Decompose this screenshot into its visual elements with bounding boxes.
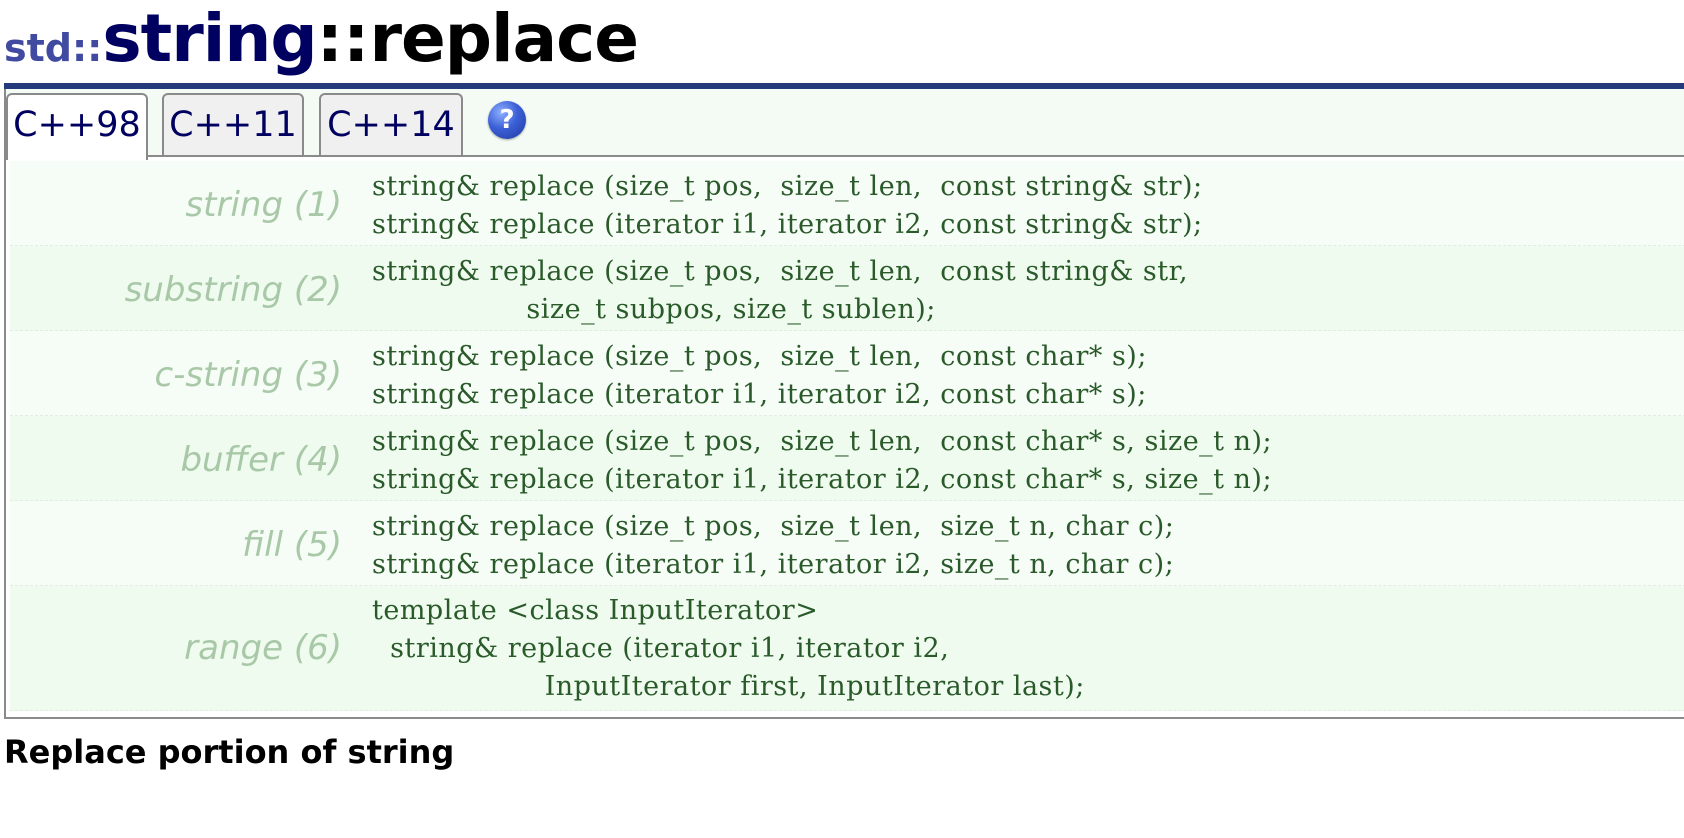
overload-label: fill (5): [242, 525, 342, 565]
title-separator: ::: [316, 0, 370, 77]
overload-code-line: string& replace (size_t pos, size_t len,…: [372, 341, 1147, 372]
overload-code-line: string& replace (size_t pos, size_t len,…: [372, 171, 1203, 202]
overload-label: buffer (4): [180, 440, 342, 480]
overload-row: buffer (4) string& replace (size_t pos, …: [10, 416, 1684, 501]
overload-code-line: template <class InputIterator>: [372, 595, 819, 626]
overload-code-line: string& replace (size_t pos, size_t len,…: [372, 256, 1189, 287]
section-heading: Replace portion of string: [4, 733, 455, 771]
overload-row: range (6) template <class InputIterator>…: [10, 586, 1684, 711]
overload-row: fill (5) string& replace (size_t pos, si…: [10, 501, 1684, 586]
overload-code-line: string& replace (iterator i1, iterator i…: [372, 464, 1273, 495]
overload-code-line: InputIterator first, InputIterator last)…: [372, 671, 1085, 702]
page-title: std::string::replace: [4, 0, 639, 86]
title-member: replace: [369, 0, 639, 77]
help-icon[interactable]: ?: [488, 101, 526, 139]
title-class[interactable]: string: [102, 0, 317, 77]
overload-label: range (6): [184, 628, 342, 668]
overload-code-line: string& replace (iterator i1, iterator i…: [372, 549, 1175, 580]
overload-code-line: string& replace (iterator i1, iterator i…: [372, 209, 1203, 240]
tab-cpp11[interactable]: C++11: [162, 93, 304, 157]
overload-code-line: string& replace (size_t pos, size_t len,…: [372, 511, 1175, 542]
overload-label: c-string (3): [154, 355, 342, 395]
overload-row: c-string (3) string& replace (size_t pos…: [10, 331, 1684, 416]
overload-code-line: size_t subpos, size_t sublen);: [372, 294, 936, 325]
tab-cpp14[interactable]: C++14: [319, 93, 463, 157]
standard-tabs: C++98 C++11 C++14 ?: [4, 89, 1684, 160]
overload-code-line: string& replace (iterator i1, iterator i…: [372, 633, 950, 664]
title-rule: [4, 83, 1684, 89]
tab-cpp98[interactable]: C++98: [6, 93, 148, 160]
title-namespace: std::: [4, 26, 103, 70]
overload-row: substring (2) string& replace (size_t po…: [10, 246, 1684, 331]
overloads-panel: string (1) string& replace (size_t pos, …: [4, 155, 1684, 719]
overload-label: substring (2): [124, 270, 342, 310]
overload-code-line: string& replace (size_t pos, size_t len,…: [372, 426, 1273, 457]
overload-code-line: string& replace (iterator i1, iterator i…: [372, 379, 1147, 410]
overload-row: string (1) string& replace (size_t pos, …: [10, 161, 1684, 246]
overload-label: string (1): [185, 185, 342, 225]
